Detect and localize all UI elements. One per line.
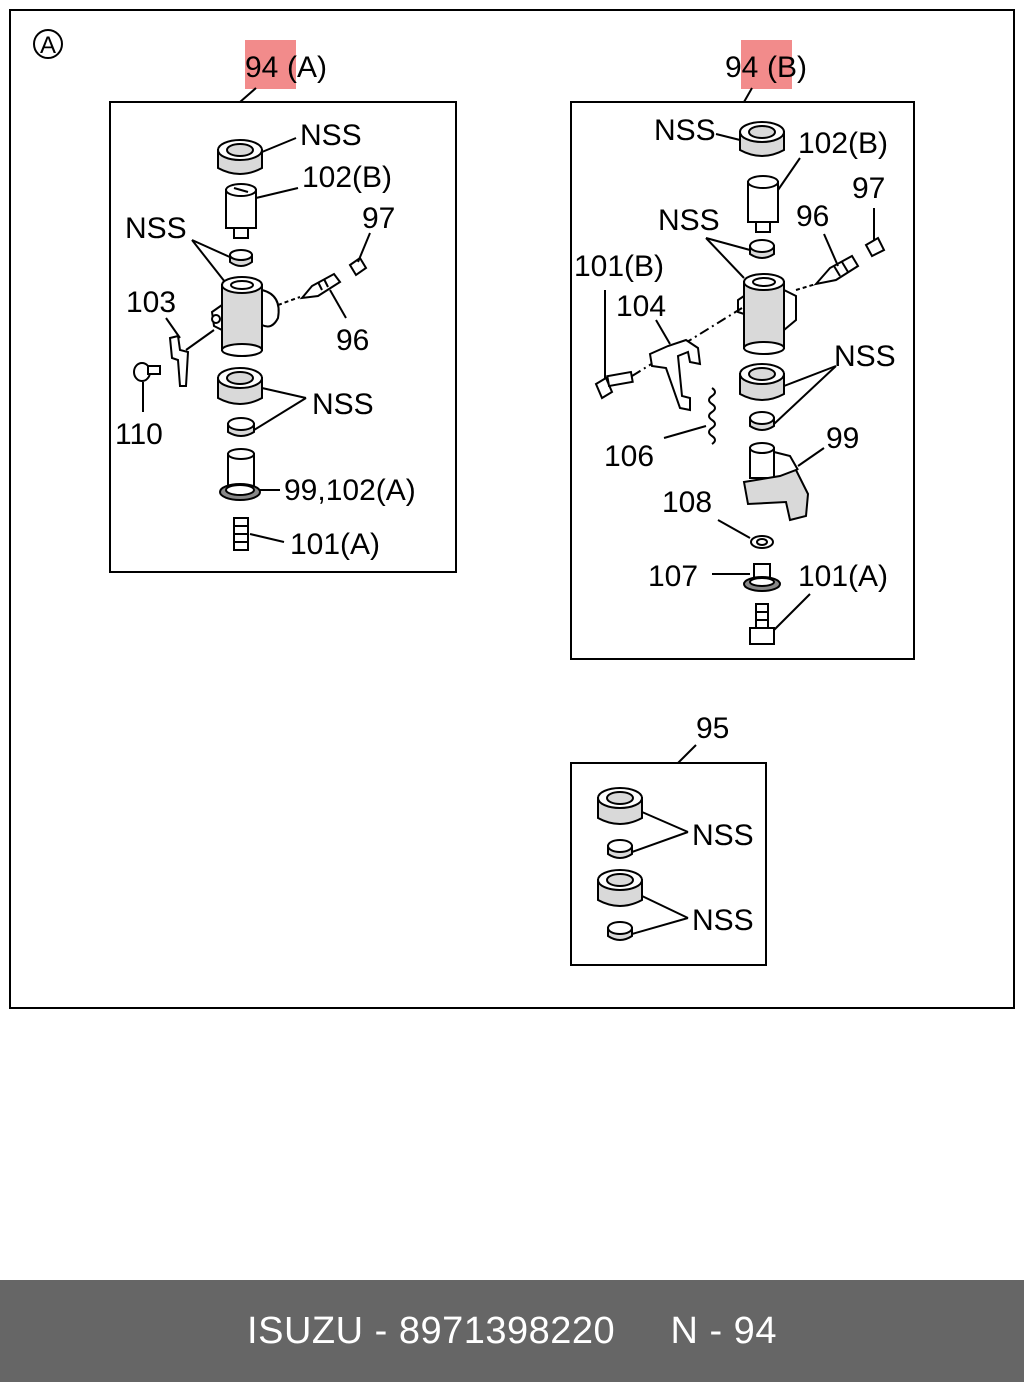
- valve-body-part: [737, 273, 797, 355]
- callout-94a-number[interactable]: 94: [245, 51, 278, 84]
- label-108[interactable]: 108: [662, 486, 712, 519]
- footer-brand: ISUZU: [247, 1309, 364, 1352]
- washer-part: [749, 239, 775, 259]
- gear-107-part: [743, 563, 781, 592]
- seal-cap-part: [217, 139, 263, 175]
- footer-part-number: 8971398220: [398, 1309, 616, 1352]
- assembly-a-box: [109, 101, 457, 573]
- footer-bar: ISUZU - 8971398220 N - 94: [0, 1280, 1024, 1382]
- footer-page-ref: N - 94: [670, 1309, 777, 1352]
- highlight-94a: [245, 40, 296, 89]
- label-97-b[interactable]: 97: [852, 172, 885, 205]
- label-102b-b[interactable]: 102(B): [798, 127, 888, 160]
- parts-diagram: A 94 (A) NSS 102(B) NSS: [9, 9, 1015, 1009]
- label-101a-b[interactable]: 101(A): [798, 560, 888, 593]
- seal-cap-kit-1-part: [597, 787, 643, 825]
- label-107[interactable]: 107: [648, 560, 698, 593]
- bracket-103-part: [168, 334, 190, 387]
- label-96-a[interactable]: 96: [336, 324, 369, 357]
- piston-102b-part: [225, 183, 257, 239]
- assembly-a: 94 (A) NSS 102(B) NSS: [109, 40, 457, 573]
- label-102b-a[interactable]: 102(B): [302, 161, 392, 194]
- seal-cap-kit-2-part: [597, 869, 643, 907]
- label-97-a[interactable]: 97: [362, 202, 395, 235]
- label-nss-left-b[interactable]: NSS: [658, 204, 720, 237]
- label-nss-kit-1[interactable]: NSS: [692, 819, 754, 852]
- washer-mid-part: [227, 417, 255, 437]
- seal-cap-mid-part: [217, 367, 263, 405]
- screw-101a-part: [749, 603, 775, 645]
- label-99[interactable]: 99: [826, 422, 859, 455]
- label-99-102a[interactable]: 99,102(A): [284, 474, 416, 507]
- bleeder-screw-part: [813, 254, 860, 286]
- washer-kit-2-part: [607, 921, 633, 941]
- label-nss-kit-2[interactable]: NSS: [692, 904, 754, 937]
- label-101b[interactable]: 101(B): [574, 250, 664, 283]
- label-101a-a[interactable]: 101(A): [290, 528, 380, 561]
- label-nss-mid-a[interactable]: NSS: [312, 388, 374, 421]
- piston-99-part: [742, 442, 810, 522]
- label-nss-top-a[interactable]: NSS: [300, 119, 362, 152]
- section-marker: A: [33, 29, 63, 59]
- washer-right-part: [749, 411, 775, 431]
- label-103[interactable]: 103: [126, 286, 176, 319]
- kit-95: 95 NSS NSS: [570, 712, 767, 966]
- lever-104-part: [648, 338, 702, 412]
- highlight-94b: [741, 40, 792, 89]
- bleeder-cap-part: [348, 256, 368, 277]
- label-106[interactable]: 106: [604, 440, 654, 473]
- label-110[interactable]: 110: [115, 418, 163, 451]
- label-nss-left-a[interactable]: NSS: [125, 212, 187, 245]
- diagram-frame: [9, 9, 1015, 1009]
- washer-part: [229, 249, 253, 267]
- gear-piston-part: [219, 448, 261, 501]
- spring-106-part: [708, 387, 716, 445]
- washer-kit-1-part: [607, 839, 633, 859]
- callout-94b-number[interactable]: 94: [725, 51, 758, 84]
- bleeder-cap-part: [864, 236, 886, 258]
- assembly-b: 94 (B) NSS 102(B) 97 NSS: [570, 40, 915, 660]
- bleeder-screw-part: [299, 272, 342, 300]
- callout-94b-suffix: (B): [767, 51, 807, 84]
- callout-94a-suffix: (A): [287, 51, 327, 84]
- svg-text:A: A: [40, 32, 56, 59]
- label-104[interactable]: 104: [616, 290, 666, 323]
- footer-spacer: [615, 1310, 670, 1353]
- footer-separator: -: [363, 1309, 399, 1352]
- callout-95[interactable]: 95: [696, 712, 729, 745]
- washer-108-part: [750, 535, 774, 549]
- label-nss-top-b[interactable]: NSS: [654, 114, 716, 147]
- seal-cap-right-part: [739, 363, 785, 401]
- label-96-b[interactable]: 96: [796, 200, 829, 233]
- screw-101a-part: [233, 517, 249, 551]
- piston-102b-part: [747, 175, 779, 233]
- label-nss-right-b[interactable]: NSS: [834, 340, 896, 373]
- assembly-b-box: [570, 101, 915, 660]
- bolt-101b-part: [594, 370, 634, 400]
- valve-body-part: [210, 276, 280, 357]
- kit-95-box: [570, 762, 767, 966]
- screw-110-part: [133, 362, 161, 382]
- seal-cap-part: [739, 121, 785, 157]
